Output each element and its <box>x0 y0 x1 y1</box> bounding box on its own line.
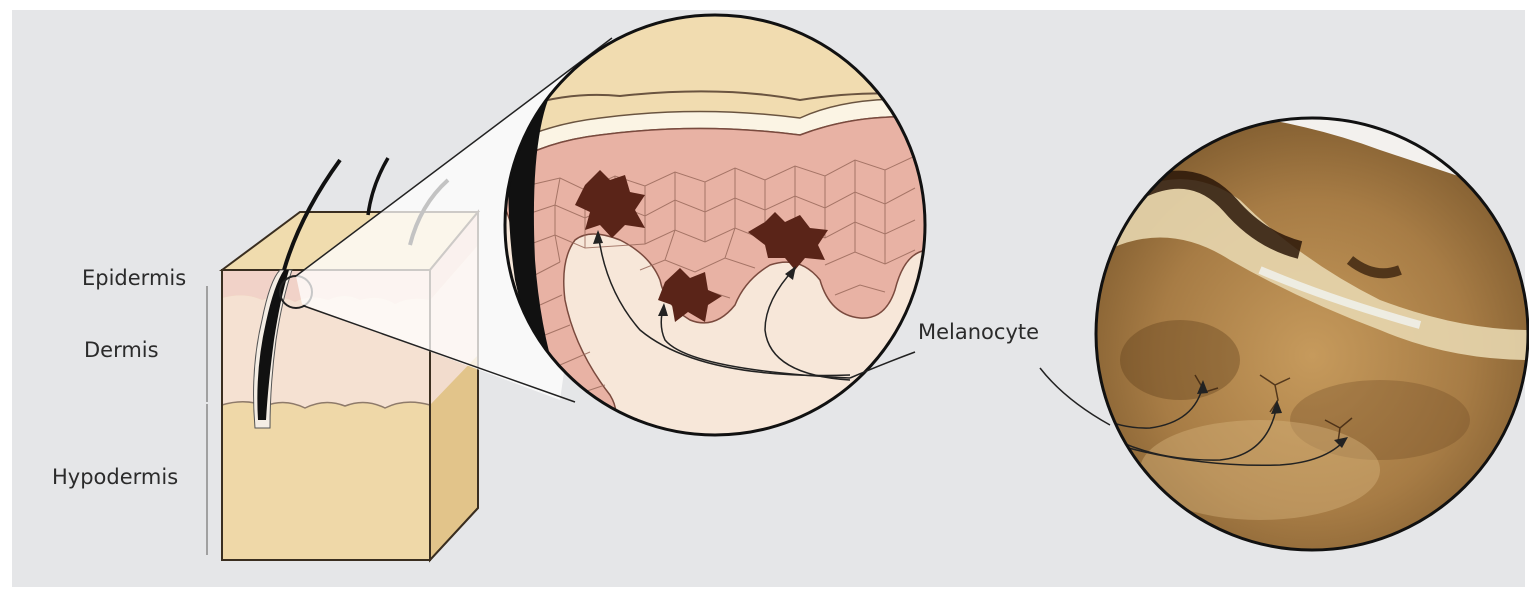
epidermis-label: Epidermis <box>82 266 186 290</box>
melanocyte-label: Melanocyte <box>918 320 1039 344</box>
dermis-label: Dermis <box>84 338 159 362</box>
hair-shaft <box>368 158 388 215</box>
hypodermis-label: Hypodermis <box>52 465 178 489</box>
micrograph-circle <box>1045 100 1529 550</box>
